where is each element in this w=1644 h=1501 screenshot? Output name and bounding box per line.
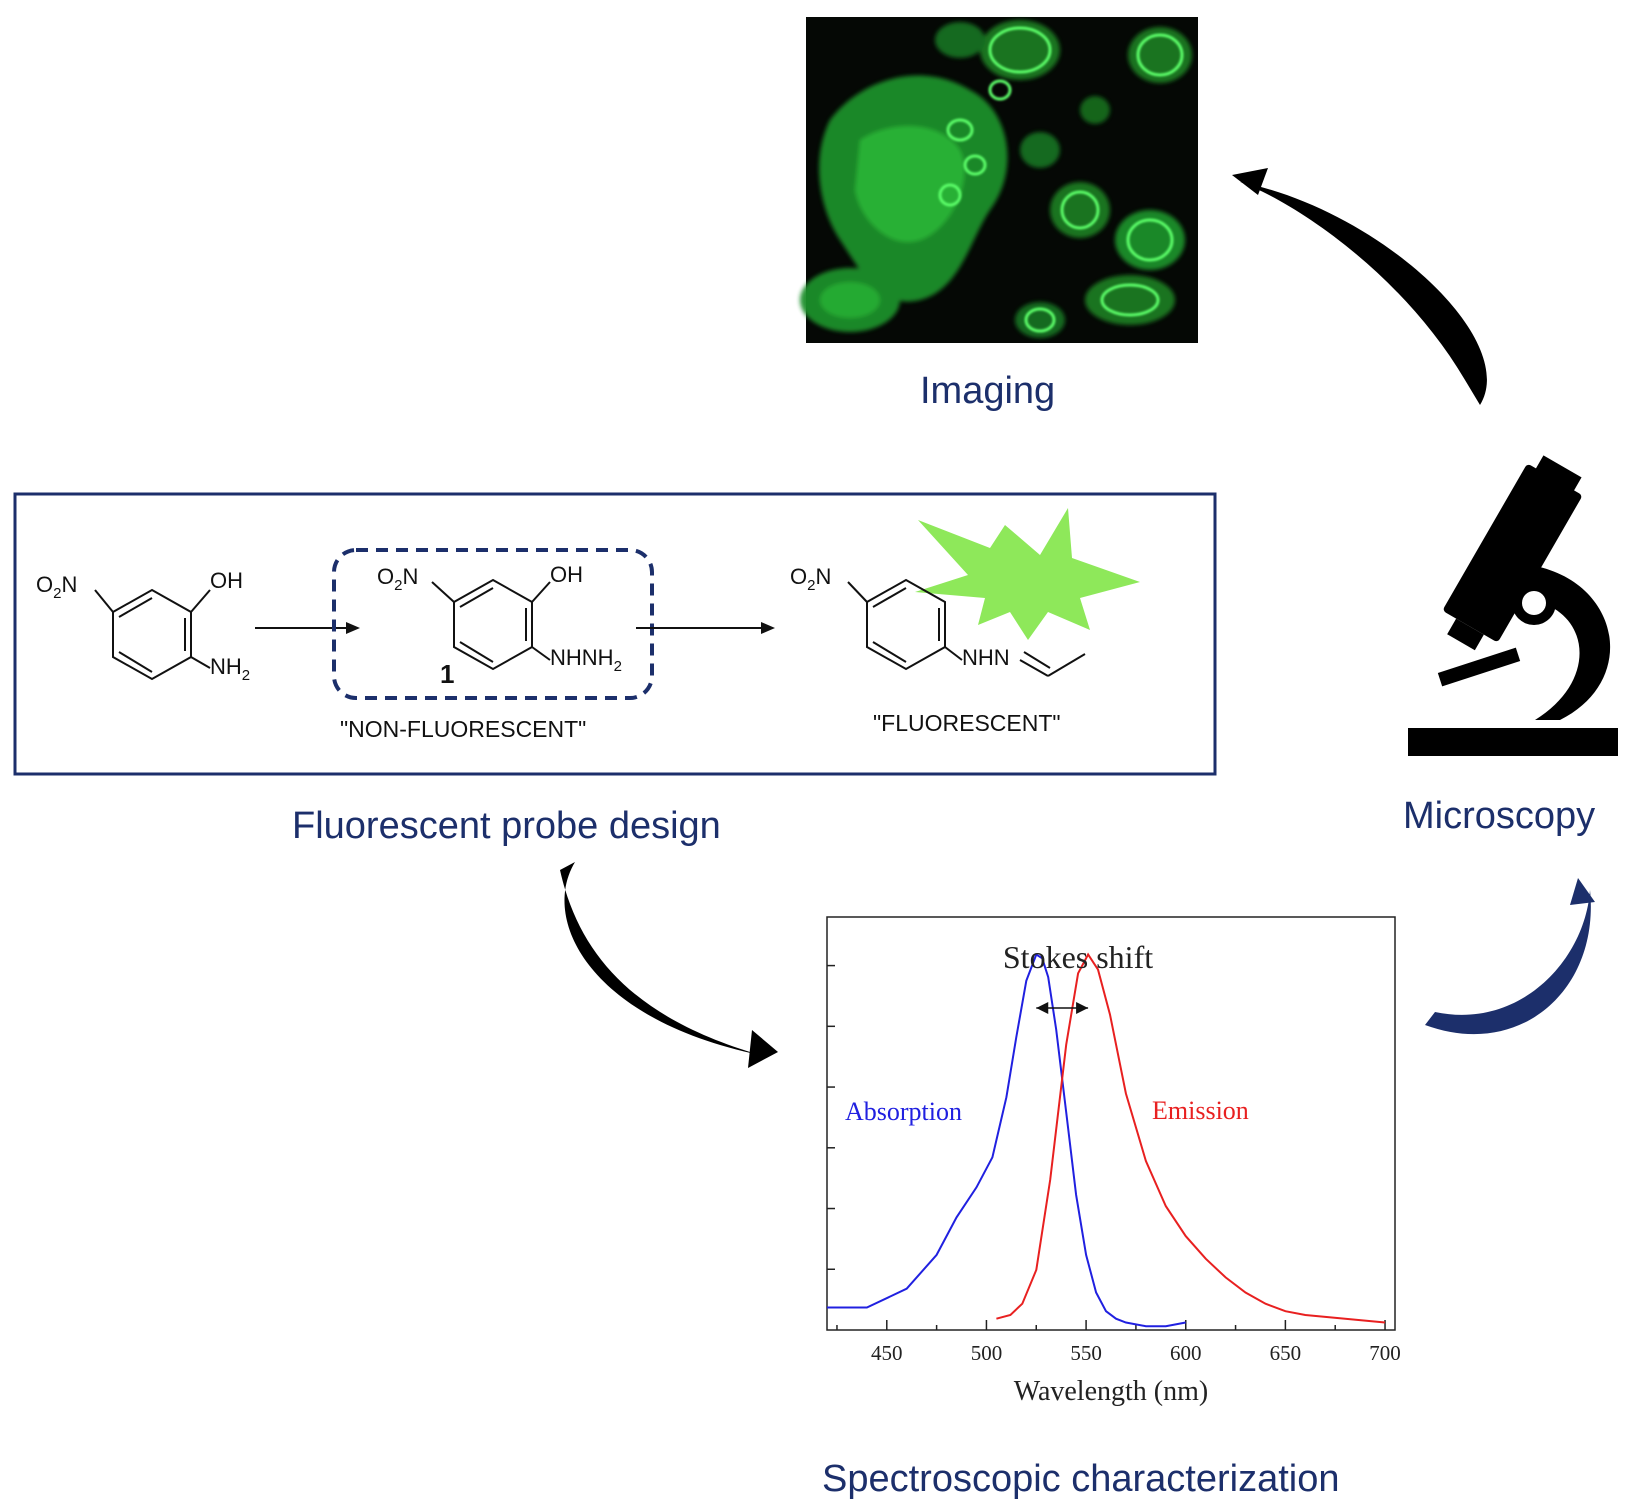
svg-text:O2N: O2N <box>36 572 77 602</box>
legend-absorption: Absorption <box>845 1097 962 1126</box>
x-tick-label: 700 <box>1369 1341 1401 1365</box>
probe-design-scheme: O2N OH NH2 O2N OH NHNH2 1 "NON-FLUORESCE… <box>13 492 1217 776</box>
absorption-curve <box>827 952 1186 1328</box>
x-tick-label: 600 <box>1170 1341 1202 1365</box>
microscope-icon <box>1408 455 1618 756</box>
svg-text:O2N: O2N <box>377 564 418 594</box>
stokes-shift-arrow <box>1036 1002 1089 1014</box>
compound-1-highlight-box <box>332 548 654 700</box>
arrow-spectroscopy-to-microscopy <box>1425 878 1595 1035</box>
svg-text:NHN: NHN <box>962 645 1010 670</box>
arrow-microscopy-to-imaging <box>1232 168 1487 405</box>
fluorescent-label: "FLUORESCENT" <box>873 710 1061 736</box>
starting-aminophenol-structure <box>94 588 211 681</box>
oh-label-a: OH <box>210 568 243 593</box>
x-axis-ticks <box>836 1320 1386 1330</box>
caption-probe-design: Fluorescent probe design <box>292 805 721 847</box>
caption-spectroscopic: Spectroscopic characterization <box>822 1458 1340 1500</box>
svg-text:OH: OH <box>550 562 583 587</box>
x-axis-label: Wavelength (nm) <box>1014 1376 1208 1407</box>
caption-microscopy: Microscopy <box>1403 795 1596 837</box>
starburst-icon <box>915 508 1140 640</box>
x-tick-label: 450 <box>871 1341 903 1365</box>
non-fluorescent-label: "NON-FLUORESCENT" <box>340 716 586 742</box>
svg-text:O2N: O2N <box>790 564 831 594</box>
legend-emission: Emission <box>1152 1096 1249 1125</box>
x-tick-label: 500 <box>971 1341 1003 1365</box>
x-tick-labels: 450 500 550 600 650 700 <box>871 1341 1401 1365</box>
svg-text:NH2: NH2 <box>210 654 250 684</box>
caption-imaging: Imaging <box>920 370 1056 412</box>
chart-title: Stokes shift <box>1003 939 1153 975</box>
emission-curve <box>996 952 1386 1324</box>
spectrum-chart: 450 500 550 600 650 700 Stokes shift Absorpti… <box>826 916 1401 1407</box>
chart-frame <box>826 916 1396 1331</box>
x-tick-label: 650 <box>1270 1341 1302 1365</box>
hydrazone-product-structure <box>847 578 1086 677</box>
cell-imaging-micrograph <box>800 17 1198 343</box>
svg-text:NHNH2: NHNH2 <box>550 645 622 675</box>
y-axis-ticks <box>827 964 835 1271</box>
compound-1-structure <box>431 578 551 671</box>
compound-number: 1 <box>440 659 454 689</box>
x-tick-label: 550 <box>1070 1341 1102 1365</box>
arrow-design-to-spectroscopy <box>560 862 778 1068</box>
